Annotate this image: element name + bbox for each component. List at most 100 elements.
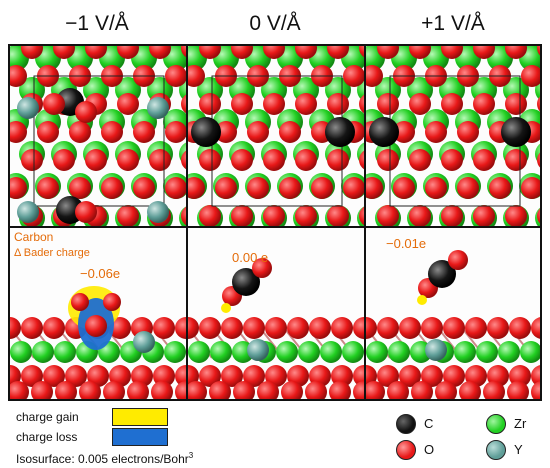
oxygen-atom <box>377 149 399 171</box>
oxygen-atom <box>31 381 53 399</box>
zirconium-atom <box>498 341 520 363</box>
oxygen-atom <box>231 46 253 59</box>
oxygen-atom <box>65 365 87 387</box>
oxygen-atom <box>221 365 243 387</box>
oxygen-atom <box>43 93 65 115</box>
oxygen-atom <box>10 177 27 199</box>
oxygen-atom <box>231 93 253 115</box>
column-title-zero: 0 V/Å <box>249 12 301 35</box>
oxygen-atom <box>199 46 221 59</box>
oxygen-atom <box>509 365 531 387</box>
oxygen-atom <box>311 177 333 199</box>
oxygen-atom <box>188 381 207 399</box>
oxygen-atom <box>441 205 463 226</box>
oxygen-atom <box>133 177 155 199</box>
oxygen-atom <box>457 177 479 199</box>
oxygen-atom <box>359 94 364 114</box>
oxygen-atom <box>411 381 433 399</box>
oxygen-atom <box>181 94 186 114</box>
oxygen-atom <box>103 381 125 399</box>
charge-gain-isosurface <box>221 303 231 313</box>
oxygen-atom <box>366 317 377 339</box>
oxygen-atom <box>43 365 65 387</box>
oxygen-atom <box>441 149 463 171</box>
oxygen-atom <box>53 46 75 59</box>
yttrium-atom <box>425 339 447 361</box>
side-view-panel-zero <box>186 226 366 401</box>
charge-gain-swatch <box>112 408 168 426</box>
oxygen-atom <box>377 93 399 115</box>
oxygen-atom <box>69 121 91 143</box>
oxygen-atom <box>393 177 415 199</box>
oxygen-atom <box>10 121 27 143</box>
oxygen-atom <box>425 177 447 199</box>
oxygen-atom <box>366 381 385 399</box>
oxygen-atom <box>399 365 421 387</box>
carbon-atom <box>325 117 355 147</box>
oxygen-atom <box>448 250 468 270</box>
oxygen-atom <box>199 149 221 171</box>
oxygen-atom <box>101 177 123 199</box>
oxygen-atom <box>287 317 309 339</box>
oxygen-atom <box>377 46 399 59</box>
oxygen-atom <box>21 149 43 171</box>
oxygen-atom <box>53 149 75 171</box>
zirconium-atom <box>520 341 540 363</box>
oxygen-atom <box>531 381 540 399</box>
oxygen-atom <box>531 317 540 339</box>
zirconium-atom <box>54 341 76 363</box>
oxygen-atom <box>509 317 531 339</box>
oxygen-atom <box>505 93 527 115</box>
oxygen-atom <box>473 205 495 226</box>
oxygen-atom <box>181 150 186 170</box>
yttrium-atom <box>17 97 39 119</box>
charge-value-pos: −0.01e <box>386 236 427 251</box>
oxygen-atom <box>393 121 415 143</box>
oxygen-atom <box>366 65 383 87</box>
oxygen-atom <box>505 149 527 171</box>
oxygen-atom <box>505 46 527 59</box>
oxygen-atom <box>188 317 199 339</box>
oxygen-atom <box>37 177 59 199</box>
oxygen-atom <box>421 365 443 387</box>
oxygen-atom <box>331 317 353 339</box>
oxygen-atom <box>153 365 175 387</box>
oxygen-atom <box>421 317 443 339</box>
side-view-zero <box>188 258 364 399</box>
oxygen-atom <box>37 121 59 143</box>
yttrium-atom <box>133 331 155 353</box>
oxygen-atom <box>473 46 495 59</box>
oxygen-atom <box>101 121 123 143</box>
charge-loss-swatch <box>112 428 168 446</box>
unit-cell-outline <box>33 75 165 207</box>
oxygen-atom <box>521 177 540 199</box>
oxygen-atom <box>151 381 173 399</box>
oxygen-atom <box>435 381 457 399</box>
zirconium-atom <box>276 341 298 363</box>
zirconium-atom <box>320 341 342 363</box>
top-view-panel-pos <box>364 44 542 228</box>
zirconium-atom <box>164 341 186 363</box>
oxygen-atom <box>55 381 77 399</box>
isosurface-text: Isosurface: 0.005 electrons/Bohr <box>16 452 189 466</box>
atom-label-o: O <box>424 442 435 457</box>
zirconium-atom <box>298 341 320 363</box>
oxygen-atom <box>359 150 364 170</box>
yttrium-atom <box>147 97 169 119</box>
oxygen-atom <box>295 149 317 171</box>
yttrium-atom-icon <box>486 440 506 460</box>
top-view-neg <box>10 46 186 226</box>
carbon-atom <box>232 268 260 296</box>
oxygen-atom <box>165 177 186 199</box>
oxygen-atom <box>199 365 221 387</box>
oxygen-atom <box>149 149 171 171</box>
oxygen-atom <box>133 121 155 143</box>
column-title-pos: +1 V/Å <box>421 12 485 35</box>
oxygen-atom <box>537 46 540 56</box>
oxygen-atom <box>359 46 364 58</box>
oxygen-atom <box>343 177 364 199</box>
oxygen-atom <box>331 365 353 387</box>
oxygen-atom <box>353 381 364 399</box>
oxygen-atom <box>507 381 529 399</box>
oxygen-atom <box>327 46 349 59</box>
